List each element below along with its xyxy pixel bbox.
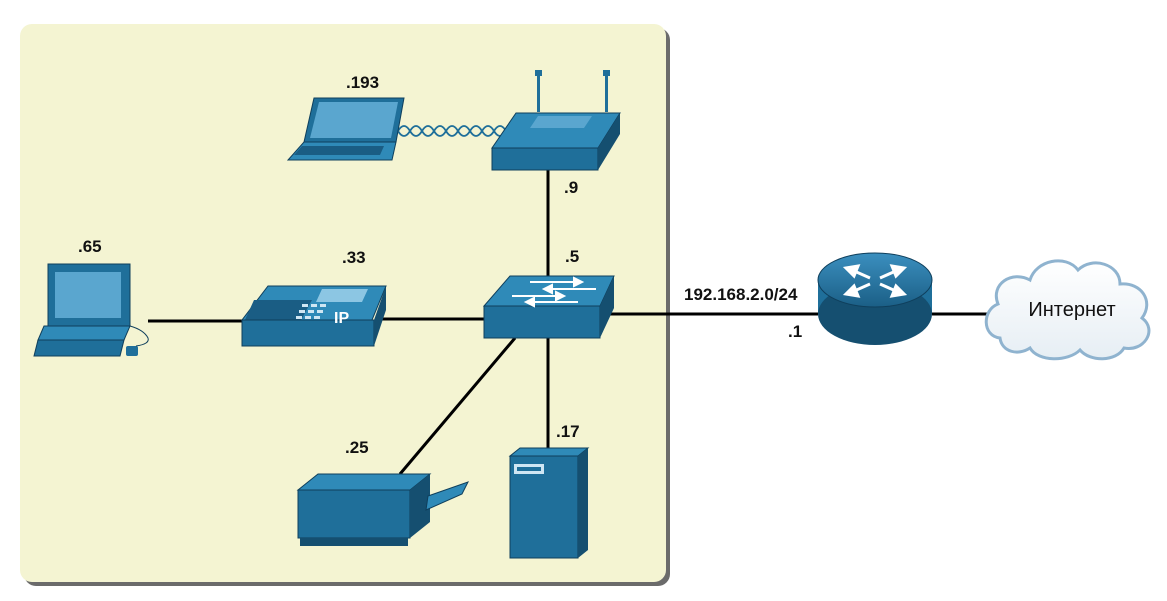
server-icon — [508, 447, 590, 559]
router-address: .1 — [788, 322, 802, 341]
switch-icon — [482, 275, 615, 339]
access-point-address: .9 — [564, 178, 578, 197]
printer-address: .25 — [345, 438, 369, 457]
pc-address: .65 — [78, 237, 102, 256]
laptop-icon — [286, 97, 405, 161]
laptop-address: .193 — [346, 73, 379, 92]
router-icon — [817, 252, 933, 345]
switch-address: .5 — [565, 247, 579, 266]
cloud-icon: Интернет — [984, 259, 1151, 361]
links — [148, 170, 990, 475]
desktop-pc-icon — [33, 263, 149, 357]
internet-label: Интернет — [1028, 299, 1115, 321]
ip-phone-badge: IP — [334, 310, 349, 327]
server-address: .17 — [556, 422, 580, 441]
printer-icon — [296, 473, 469, 546]
link-switch-printer — [398, 337, 517, 475]
wireless-router-icon — [491, 70, 621, 171]
ip-phone-address: .33 — [342, 248, 366, 267]
subnet-label: 192.168.2.0/24 — [684, 285, 798, 304]
wireless-signal-icon — [397, 125, 507, 137]
ip-phone-icon: IP — [240, 285, 387, 347]
